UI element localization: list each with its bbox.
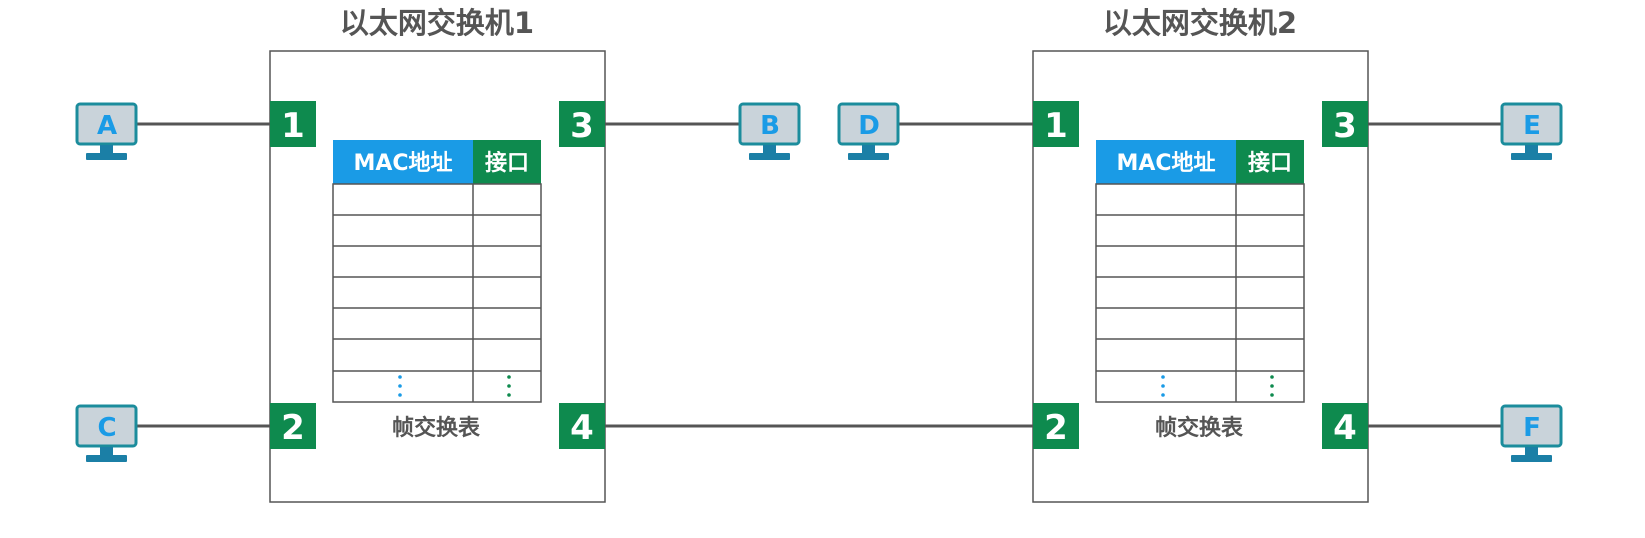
ellipsis-interface-column bbox=[507, 375, 511, 397]
host-b-label: B bbox=[760, 111, 780, 141]
interface-header-label: 接口 bbox=[1248, 151, 1292, 176]
host-c-label: C bbox=[97, 413, 116, 443]
mac-address-header bbox=[333, 140, 473, 184]
switch-1-port-4: 4 bbox=[559, 403, 605, 449]
host-e: E bbox=[1500, 102, 1563, 160]
computer-icon bbox=[75, 102, 138, 160]
host-f: F bbox=[1500, 404, 1563, 462]
host-f-label: F bbox=[1523, 413, 1541, 443]
ellipsis-mac-column bbox=[398, 375, 402, 397]
computer-icon bbox=[738, 102, 801, 160]
interface-header bbox=[1236, 140, 1304, 184]
host-d-label: D bbox=[858, 111, 880, 141]
computer-icon bbox=[837, 102, 900, 160]
host-a: A bbox=[75, 102, 138, 160]
switch-1-port-1: 1 bbox=[270, 101, 316, 147]
svg-text:4: 4 bbox=[570, 408, 594, 448]
svg-text:3: 3 bbox=[570, 106, 594, 146]
switch-2-table-caption: 帧交换表 bbox=[1155, 415, 1244, 441]
table-body-outline bbox=[1095, 183, 1305, 403]
svg-text:1: 1 bbox=[1044, 106, 1068, 146]
host-c: C bbox=[75, 404, 138, 462]
interface-header-label: 接口 bbox=[485, 151, 529, 176]
svg-text:2: 2 bbox=[1044, 408, 1068, 448]
svg-text:3: 3 bbox=[1333, 106, 1357, 146]
switch-2-port-4: 4 bbox=[1322, 403, 1368, 449]
switch-1-title: 以太网交换机1 bbox=[340, 6, 534, 40]
switch-2-port-3: 3 bbox=[1322, 101, 1368, 147]
computer-icon bbox=[1500, 102, 1563, 160]
host-d: D bbox=[837, 102, 900, 160]
svg-text:2: 2 bbox=[281, 408, 305, 448]
links bbox=[136, 122, 1502, 428]
ellipsis-interface-column bbox=[1270, 375, 1274, 397]
switch-2-title: 以太网交换机2 bbox=[1103, 6, 1297, 40]
host-e-label: E bbox=[1523, 111, 1541, 141]
switch-2-port-2: 2 bbox=[1033, 403, 1079, 449]
host-a-label: A bbox=[97, 111, 117, 141]
computer-icon bbox=[75, 404, 138, 462]
mac-address-header-label: MAC地址 bbox=[1116, 151, 1215, 176]
switch-1: 以太网交换机1 1 2 3 4 MAC地址 接口 bbox=[269, 6, 606, 503]
computer-icon bbox=[1500, 404, 1563, 462]
table-body-outline bbox=[332, 183, 542, 403]
interface-header bbox=[473, 140, 541, 184]
host-b: B bbox=[738, 102, 801, 160]
mac-address-header-label: MAC地址 bbox=[353, 151, 452, 176]
switch-1-table-caption: 帧交换表 bbox=[392, 415, 481, 441]
ellipsis-mac-column bbox=[1161, 375, 1165, 397]
svg-text:4: 4 bbox=[1333, 408, 1357, 448]
switch-1-mac-table: MAC地址 接口 帧交换表 bbox=[332, 140, 542, 441]
switch-1-port-3: 3 bbox=[559, 101, 605, 147]
switch-1-port-2: 2 bbox=[270, 403, 316, 449]
switch-2-mac-table: MAC地址 接口 帧交换表 bbox=[1095, 140, 1305, 441]
mac-address-header bbox=[1096, 140, 1236, 184]
switch-2-port-1: 1 bbox=[1033, 101, 1079, 147]
svg-text:1: 1 bbox=[281, 106, 305, 146]
switch-2: 以太网交换机2 1 2 3 4 MAC地址 接口 bbox=[1032, 6, 1369, 503]
